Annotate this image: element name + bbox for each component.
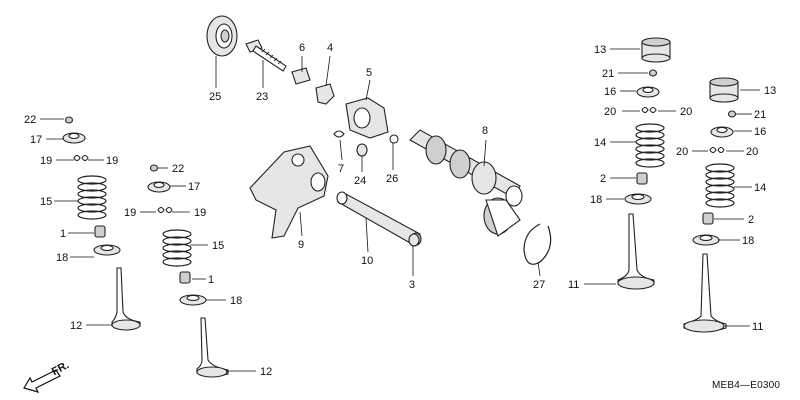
callout-19: 19 [194,207,206,219]
bolt-icon [245,39,287,72]
callout-15: 15 [40,196,52,208]
callout-18: 18 [742,235,754,247]
callout-4: 4 [327,42,333,54]
valve-spring-icon [705,163,735,208]
callout-22: 22 [24,114,36,126]
callout-18: 18 [590,194,602,206]
intake-valve-icon [196,317,229,378]
callout-14: 14 [594,137,606,149]
right-valve-assembly-b [683,77,739,333]
callout-12: 12 [260,366,272,378]
callout-20: 20 [680,106,692,118]
callout-24: 24 [354,175,366,187]
callout-21: 21 [602,68,614,80]
callout-11: 11 [752,321,763,333]
callout-14: 14 [754,182,766,194]
stopper-arm-icon [315,83,335,105]
dowel-icon [389,134,399,144]
callout-11: 11 [568,279,579,291]
shaft-washer-icon [408,233,420,247]
callout-15: 15 [212,240,224,252]
callout-10: 10 [361,255,373,267]
front-arrow-icon [23,369,61,393]
callout-12: 12 [70,320,82,332]
diagram-code: MEB4—E0300 [712,380,780,391]
left-valve-assembly-a [62,116,141,331]
front-label: FR. [50,359,71,378]
tappet-bucket-icon [709,77,739,103]
callout-16: 16 [604,86,616,98]
callout-17: 17 [188,181,200,193]
callout-19: 19 [124,207,136,219]
callout-20: 20 [676,146,688,158]
callout-1: 1 [208,274,214,286]
callout-2: 2 [748,214,754,226]
spring-clip-icon [333,130,345,138]
callout-19: 19 [106,155,118,167]
left-valve-assembly-b [147,164,229,378]
callout-23: 23 [256,91,268,103]
callout-2: 2 [600,173,606,185]
callout-20: 20 [604,106,616,118]
right-valve-assembly-a [617,37,671,290]
valve-spring-icon [162,229,192,267]
callout-9: 9 [298,239,304,251]
callout-16: 16 [754,126,766,138]
valve-spring-icon [77,175,107,220]
intake-valve-icon [111,267,141,331]
callout-27: 27 [533,279,545,291]
callout-8: 8 [482,125,488,137]
leader-lines [40,48,760,372]
callout-22: 22 [172,163,184,175]
part-callouts: 22 17 19 19 15 1 18 12 22 17 19 19 15 1 … [24,42,776,378]
callout-25: 25 [209,91,221,103]
callout-1: 1 [60,228,66,240]
camshaft-icon [409,129,523,237]
callout-6: 6 [299,42,305,54]
callout-7: 7 [338,163,344,175]
callout-3: 3 [409,279,415,291]
washer-icon [356,143,368,157]
cam-holder-icon [345,97,389,139]
callout-19: 19 [40,155,52,167]
callout-18: 18 [56,252,68,264]
callout-13: 13 [594,44,606,56]
circlip-icon [523,223,552,265]
callout-18: 18 [230,295,242,307]
valve-spring-icon [635,123,665,168]
callout-13: 13 [764,85,776,97]
callout-26: 26 [386,173,398,185]
rocker-shaft-icon [336,191,422,246]
exhaust-valve-icon [617,213,655,290]
callout-20: 20 [746,146,758,158]
exhaust-valve-icon [683,253,727,333]
callout-21: 21 [754,109,766,121]
bearing-icon [206,15,238,57]
rocker-arm-icon [249,145,329,239]
callout-17: 17 [30,134,42,146]
tappet-bucket-icon [641,37,671,63]
callout-5: 5 [366,67,372,79]
front-direction-marker: FR. [23,359,71,393]
pin-icon [291,67,311,85]
